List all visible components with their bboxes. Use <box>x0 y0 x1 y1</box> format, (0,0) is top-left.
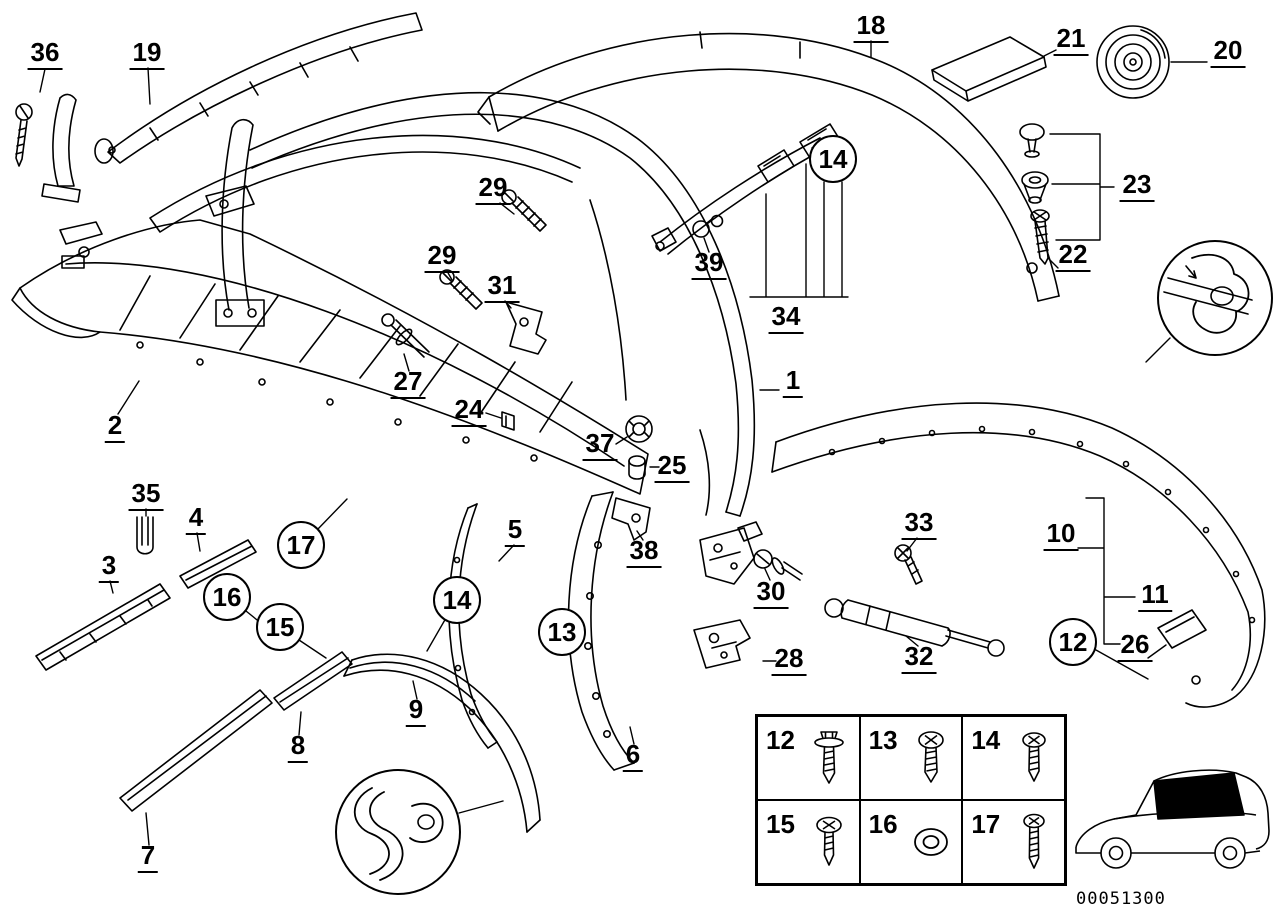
part-3-strip <box>35 583 171 671</box>
part-10-rail <box>771 402 1266 708</box>
legend-number: 13 <box>868 725 898 755</box>
detail-circle-bottom <box>335 769 461 895</box>
part-39-bushing <box>692 214 724 238</box>
leader-lines <box>39 40 1208 846</box>
part-20-roll <box>1096 25 1170 99</box>
diagram-number: 00051300 <box>1076 889 1166 909</box>
part-21-pad <box>931 36 1047 102</box>
part-19-rail <box>94 12 423 164</box>
legend-number: 14 <box>971 725 1001 755</box>
part-29-screw-b <box>439 269 483 310</box>
legend-cell-13: 13 <box>859 716 963 800</box>
part-28-bracket <box>693 619 751 669</box>
part-34-strap <box>651 123 847 255</box>
legend-cell-16: 16 <box>859 800 963 884</box>
legend-cell-17: 17 <box>962 800 1065 884</box>
legend-number: 16 <box>868 809 898 839</box>
part-27-pin <box>381 313 430 358</box>
legend-cell-12: 12 <box>757 716 860 800</box>
pan-head-screw-icon <box>906 730 958 786</box>
part-1-top-frame <box>149 91 756 585</box>
oval-head-screw-icon <box>803 815 855 869</box>
part-30-bolt <box>737 521 803 581</box>
legend-cell-14: 14 <box>962 716 1065 800</box>
car-thumbnail-icon <box>1075 769 1270 869</box>
part-35-clip <box>136 516 154 555</box>
detail-circle-top <box>1157 240 1273 356</box>
part-4-strip <box>179 539 257 589</box>
part-2-lid-frame <box>11 185 649 495</box>
phillips-screw-icon <box>1008 731 1060 785</box>
part-22-screw <box>1030 209 1050 265</box>
legend-table: 12 13 14 15 16 17 <box>755 714 1067 886</box>
part-31-bracket <box>505 301 547 355</box>
legend-number: 17 <box>971 809 1001 839</box>
long-phillips-screw-icon <box>1008 813 1060 871</box>
part-23-fastener-stack <box>1019 123 1050 265</box>
part-33-screw <box>894 544 923 585</box>
hex-flange-screw-icon <box>803 729 855 787</box>
part-26-end-piece <box>1157 609 1207 649</box>
legend-cell-15: 15 <box>757 800 860 884</box>
part-32-gas-strut <box>824 598 1005 657</box>
part-6-arc-strip <box>567 491 635 771</box>
part-9-arc-strip <box>343 653 541 833</box>
washer-icon <box>906 821 958 863</box>
part-36-bracket <box>15 93 81 203</box>
part-8-strip <box>273 651 353 711</box>
legend-number: 15 <box>766 809 795 839</box>
legend-number: 12 <box>766 725 795 755</box>
part-7-strip <box>119 689 273 812</box>
part-25-bushing <box>628 455 646 480</box>
part-37-grommet <box>625 415 653 443</box>
part-24-clip <box>501 411 515 431</box>
part-38-bracket <box>611 497 651 541</box>
